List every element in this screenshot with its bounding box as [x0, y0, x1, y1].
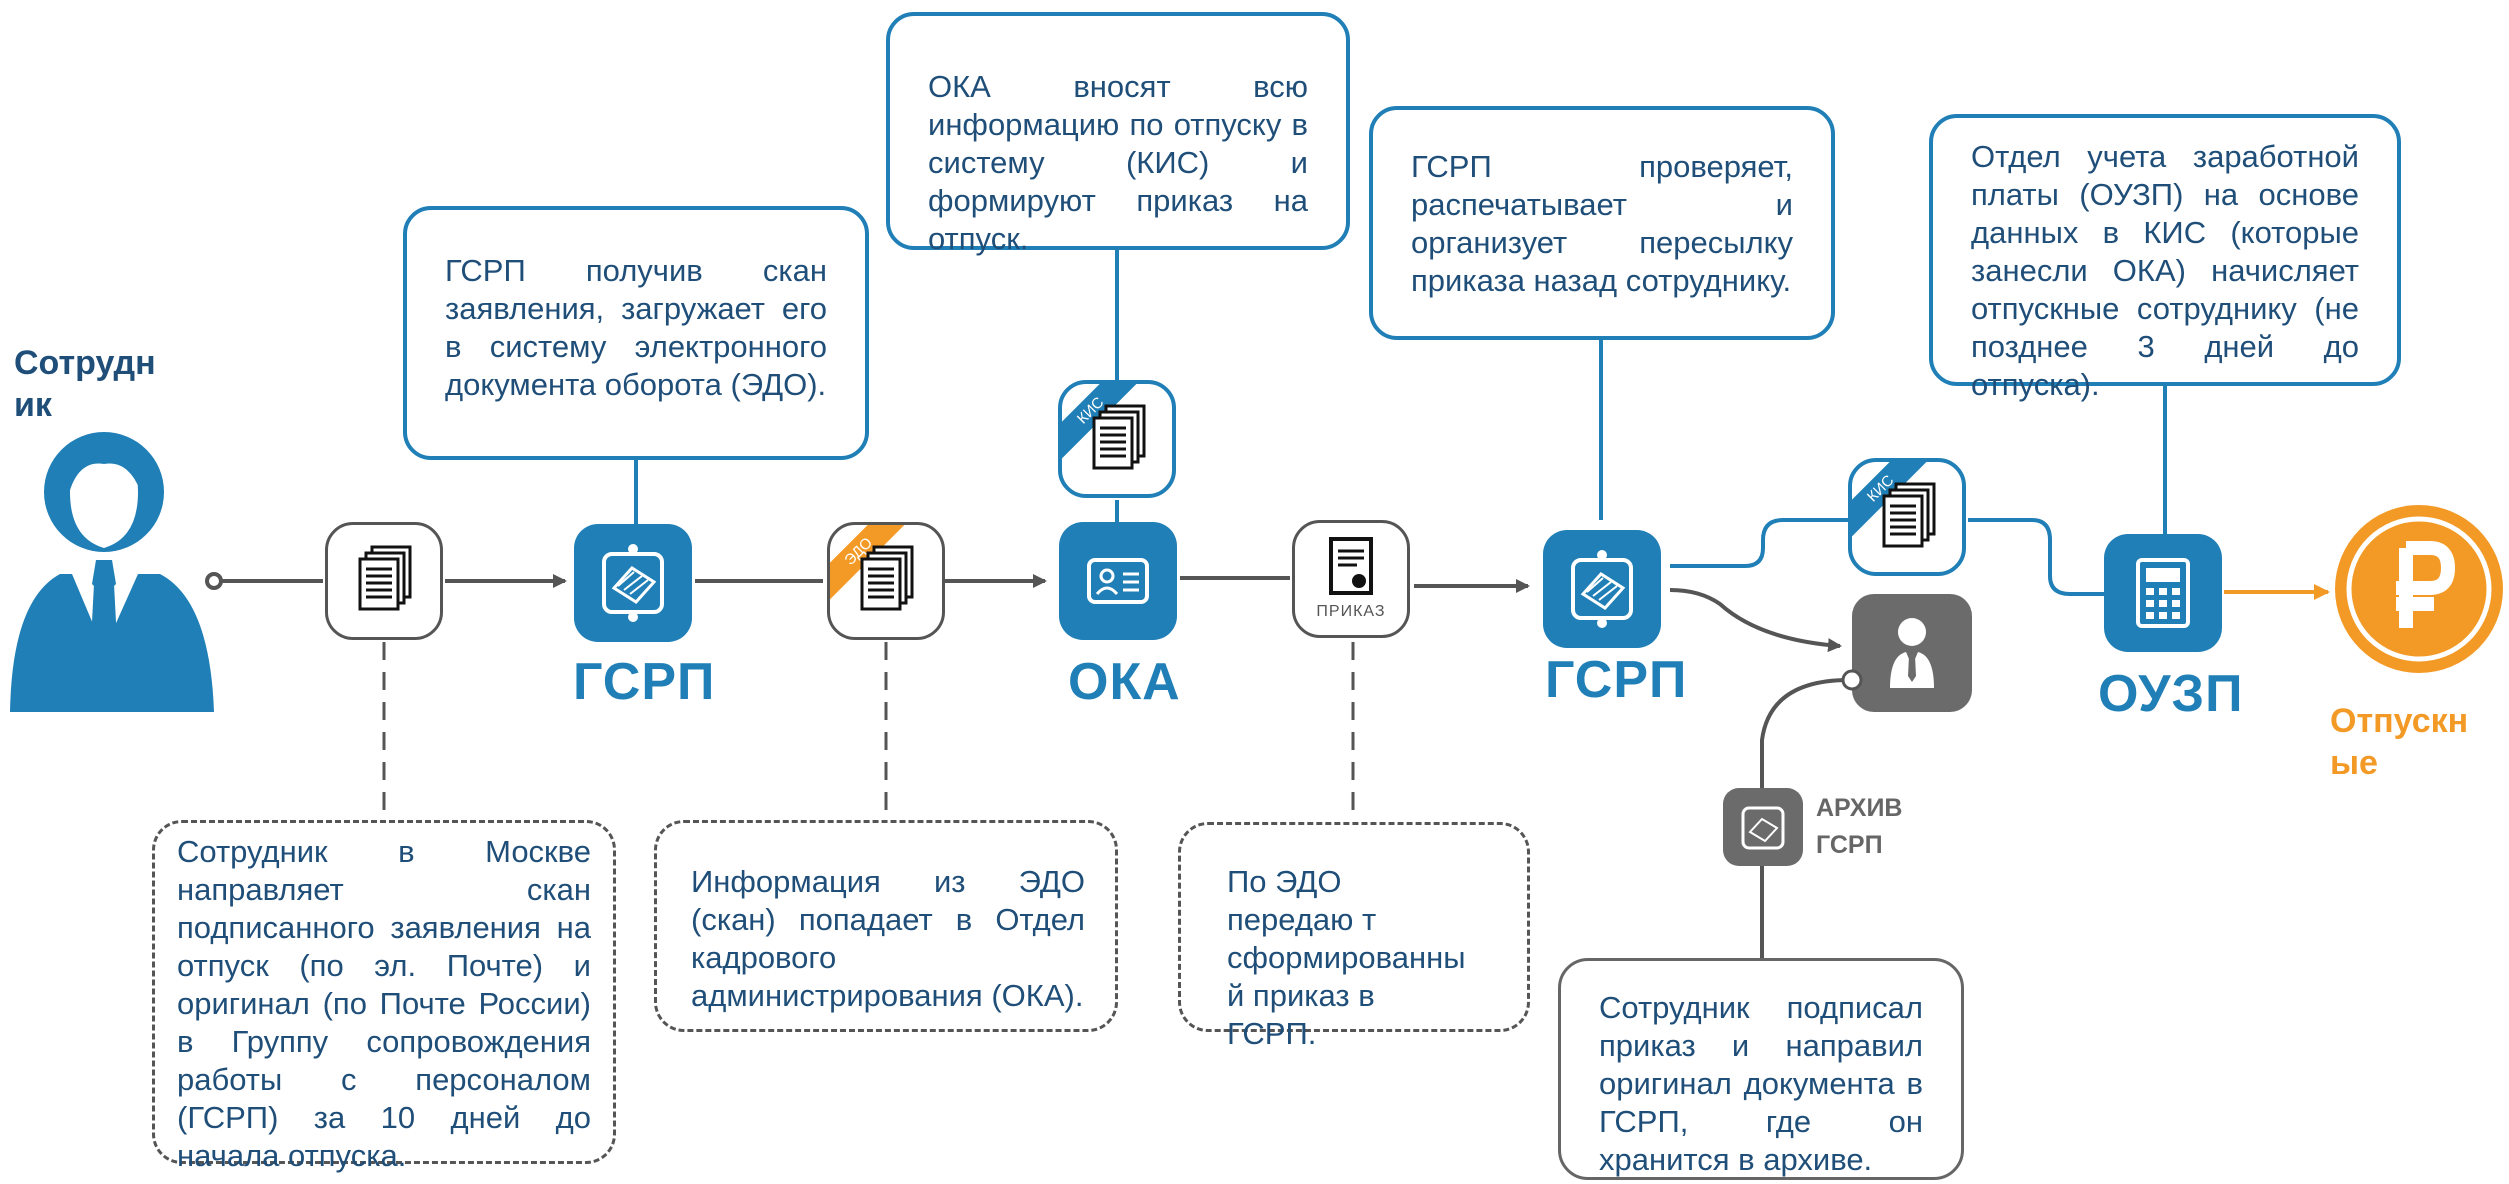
businessman-icon — [1890, 618, 1934, 688]
order-document-card: ПРИКАЗ — [1292, 520, 1410, 638]
document-stack-icon — [358, 545, 412, 611]
id-card-icon — [1087, 558, 1149, 604]
oka-node — [1059, 522, 1177, 640]
kis-documents-card-1: КИС — [1058, 380, 1176, 498]
edo-documents-card: ЭДО — [827, 522, 945, 640]
gsrp-label-1: ГСРП — [573, 653, 716, 711]
callout-connectors — [634, 248, 2167, 596]
document-stack-icon — [1882, 482, 1936, 548]
vacation-pay-label: Отпускн ые — [2330, 702, 2469, 782]
archive-node — [1723, 788, 1803, 866]
note-edo-transfer: По ЭДО передаю т сформированны й приказ … — [1178, 822, 1530, 1051]
note-connectors — [382, 642, 1355, 820]
employee-node-gray — [1852, 594, 1972, 712]
kis-documents-card-2: КИС — [1848, 458, 1966, 576]
document-stack-icon — [1092, 404, 1146, 470]
callout-gsrp-receives: ГСРП получив скан заявления, загружает е… — [403, 206, 869, 460]
note-edo-to-oka: Информация из ЭДО (скан) попадает в Отде… — [654, 820, 1118, 1032]
employee-label: Сотрудн ик — [14, 344, 156, 424]
calculator-icon — [2136, 558, 2190, 628]
ouzp-node — [2104, 534, 2222, 652]
application-documents-card — [325, 522, 443, 640]
gsrp-label-2: ГСРП — [1545, 651, 1688, 709]
certificate-icon — [1329, 537, 1373, 595]
archive-label: АРХИВ ГСРП — [1816, 794, 1903, 859]
oka-label: ОКА — [1068, 653, 1181, 711]
callout-oka-enters: ОКА вносят всю информацию по отпуску в с… — [886, 12, 1350, 256]
ring-connector — [1841, 669, 1863, 691]
scanner-tablet-icon — [1571, 550, 1633, 628]
note-employee-sends: Сотрудник в Москве направляет скан подпи… — [152, 820, 616, 1173]
scanner-tablet-icon — [1741, 806, 1785, 850]
ouzp-label: ОУЗП — [2098, 665, 2244, 723]
callout-ouzp-calculates: Отдел учета заработной платы (ОУЗП) на о… — [1929, 114, 2401, 402]
gsrp-node-2 — [1543, 530, 1661, 648]
main-flow-connectors — [205, 572, 1850, 958]
note-employee-signed: Сотрудник подписал приказ и направил ори… — [1558, 958, 1964, 1180]
callout-gsrp-checks: ГСРП проверяет, распечатывает и организу… — [1369, 106, 1835, 340]
gsrp-node-1 — [574, 524, 692, 642]
document-stack-icon — [860, 545, 914, 611]
scanner-tablet-icon — [602, 544, 664, 622]
order-badge: ПРИКАЗ — [1316, 603, 1386, 620]
ruble-coin-icon — [2335, 505, 2503, 673]
businessman-icon — [10, 432, 214, 712]
